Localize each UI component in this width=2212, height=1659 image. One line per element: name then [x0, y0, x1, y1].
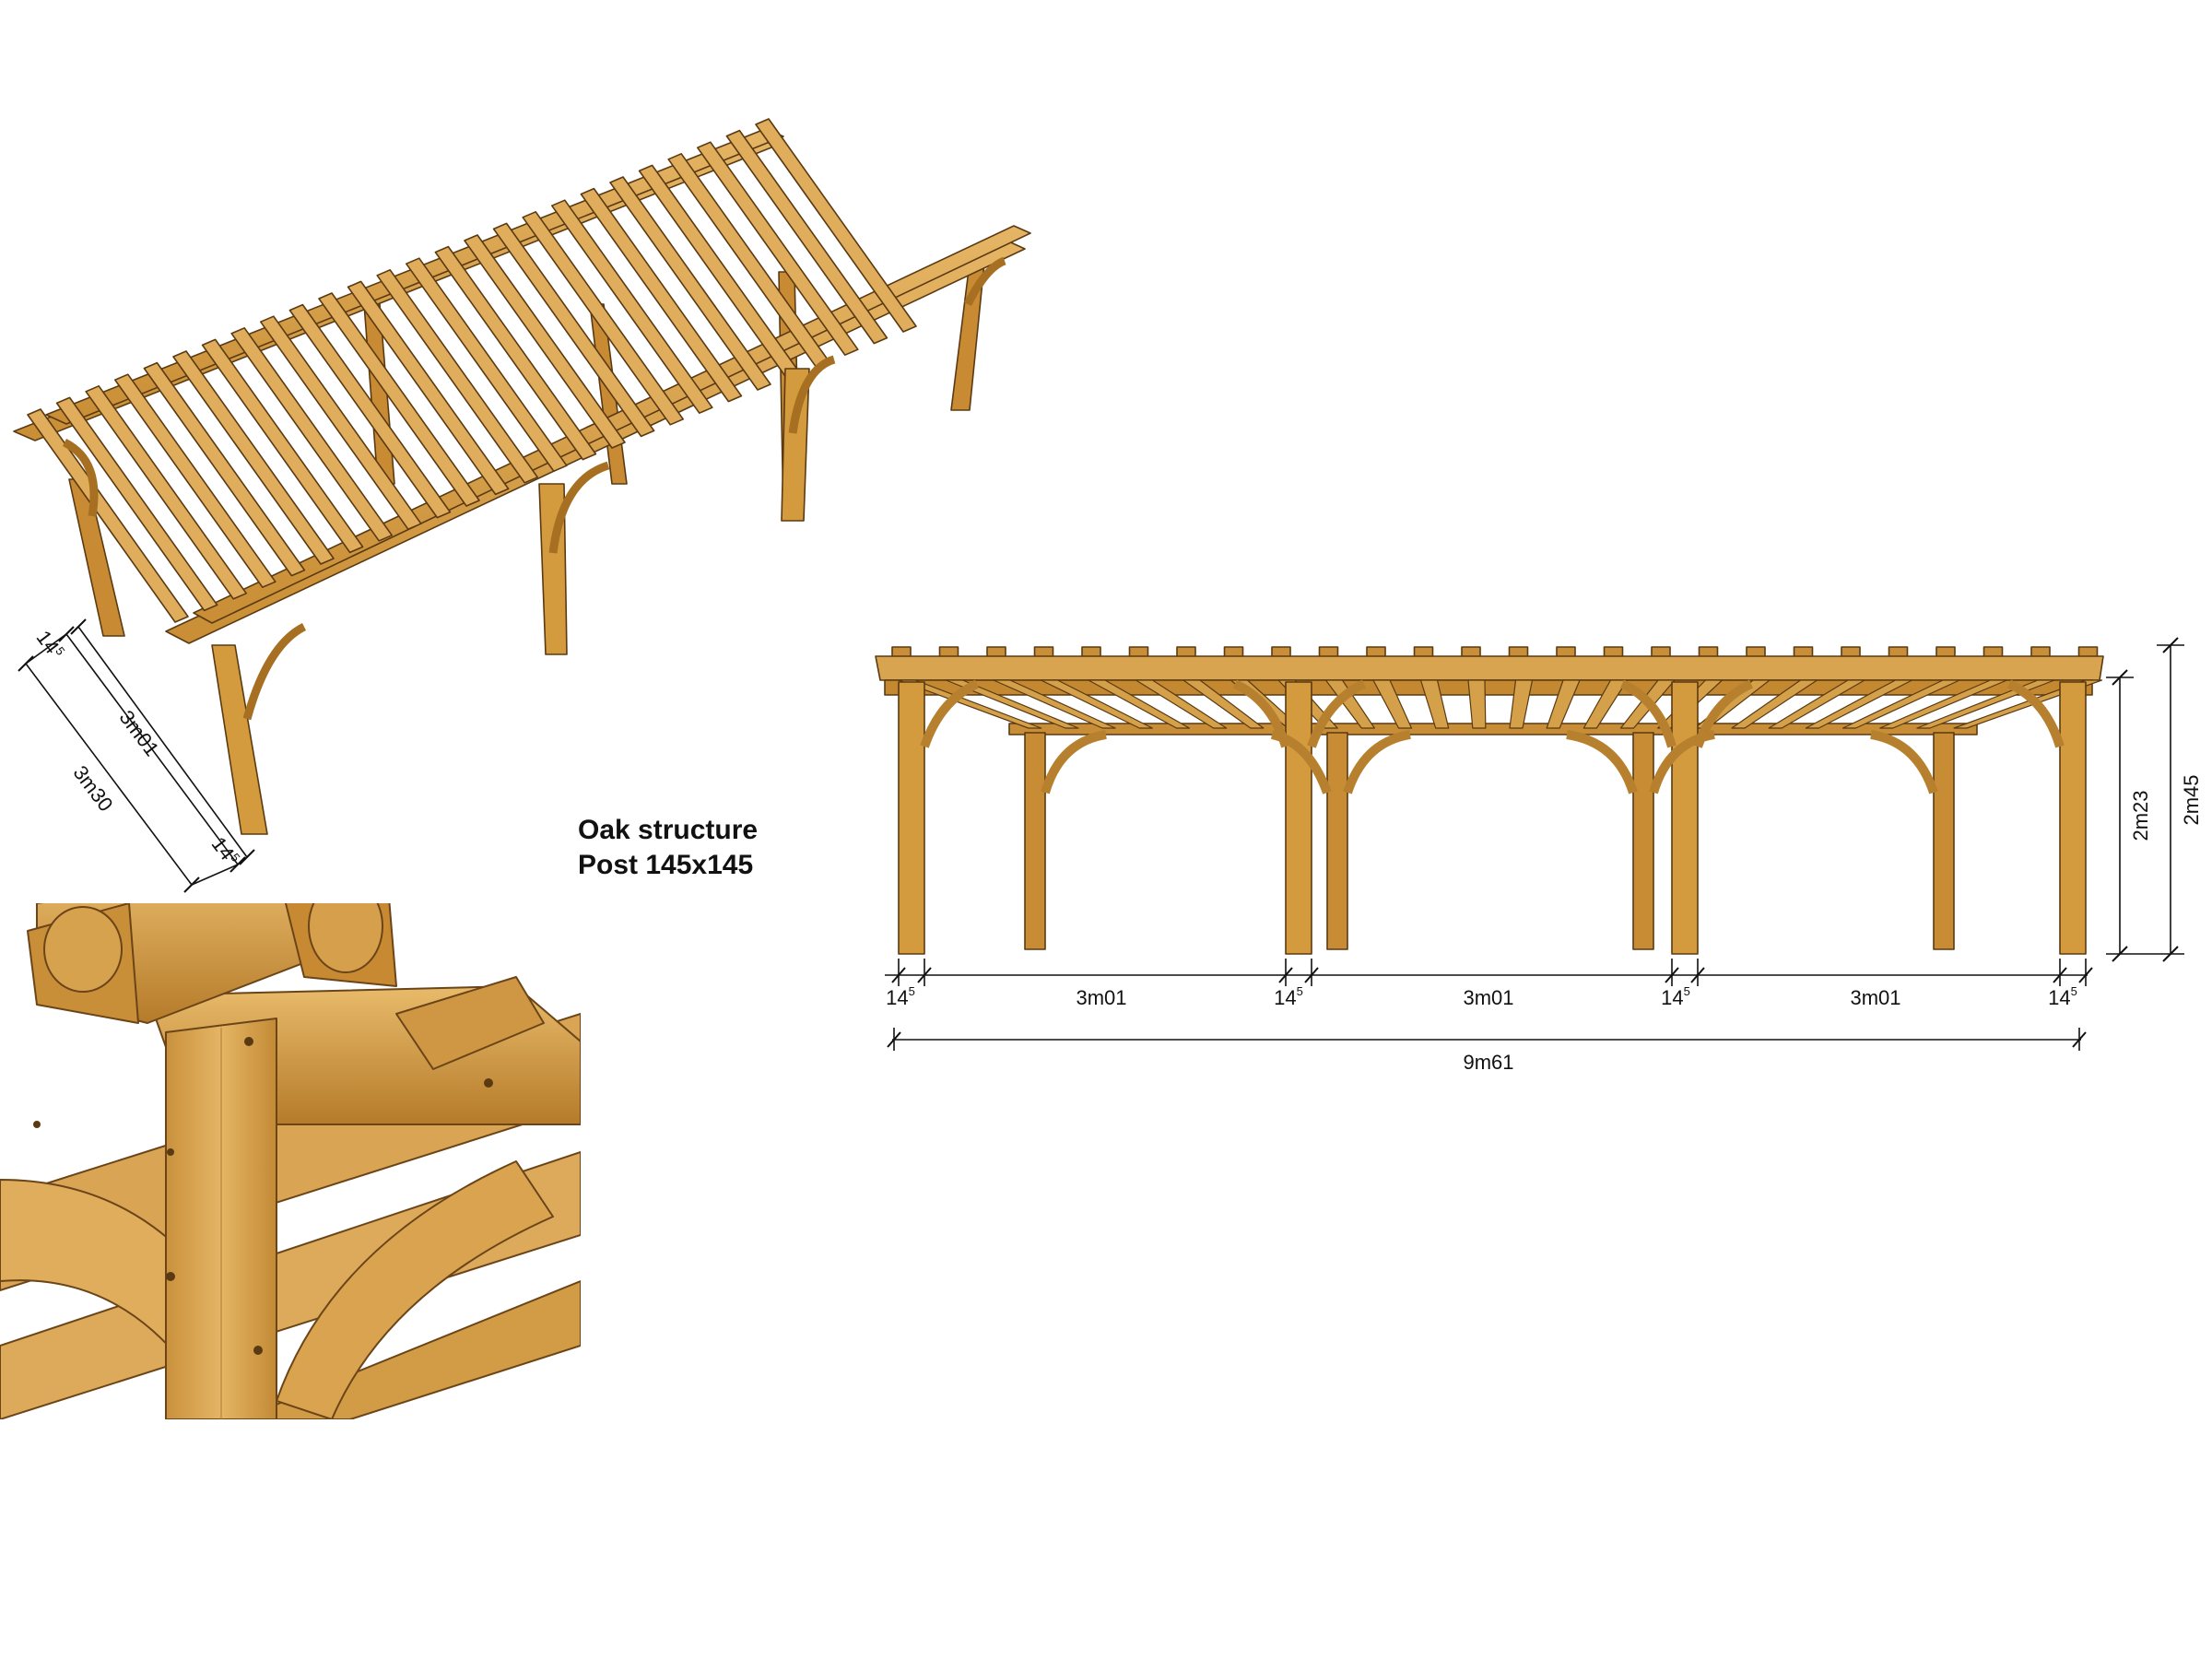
purlin	[85, 384, 248, 600]
perspective-dimensions	[18, 618, 255, 893]
elevation-dim-labels: 145 3m01 145 3m01 145 3m01 145 9m61 2m23…	[886, 774, 2203, 1074]
purlin	[376, 268, 539, 484]
rafter	[1879, 679, 2008, 729]
rafter	[1419, 679, 1450, 729]
elev-post-width-4-sup: 5	[2071, 984, 2077, 998]
rafter	[1583, 679, 1629, 729]
purlin	[550, 199, 713, 415]
purlin	[114, 373, 276, 589]
elevation-dimensions	[885, 637, 2184, 1051]
joint-detail-view	[0, 903, 581, 1419]
rafter	[1040, 679, 1153, 729]
purlin	[27, 408, 189, 623]
pergola-elevation	[875, 646, 2104, 955]
purlin	[143, 361, 306, 577]
elev-post-width-3: 14	[1661, 986, 1683, 1009]
purlin	[696, 141, 859, 357]
posts	[898, 681, 2087, 955]
rafter	[1088, 679, 1191, 729]
caption-post-size: Post 145x145	[578, 850, 754, 880]
rafter	[1768, 679, 1865, 729]
rafter	[1324, 679, 1375, 729]
purlin	[318, 292, 480, 507]
elev-post-width-3-sup: 5	[1684, 984, 1690, 998]
purlin	[755, 118, 917, 333]
elev-post-width-1: 14	[886, 986, 908, 1009]
rafter	[1372, 679, 1413, 729]
purlin	[172, 350, 335, 565]
purlin	[725, 129, 888, 345]
svg-text:145: 145	[1274, 984, 1303, 1009]
purlin	[230, 326, 394, 542]
purlin	[55, 396, 218, 612]
rafter	[898, 679, 1042, 729]
rafter	[993, 679, 1116, 729]
rafter	[1509, 679, 1534, 729]
elev-overall-height: 2m45	[2180, 774, 2203, 825]
purlin	[609, 176, 771, 391]
svg-text:145: 145	[1661, 984, 1690, 1009]
rafter	[1546, 679, 1581, 729]
elev-bay-span-2: 3m01	[1463, 986, 1513, 1009]
rafter	[1731, 679, 1818, 729]
top-beam	[875, 655, 2104, 681]
rafter	[1182, 679, 1265, 729]
purlin	[259, 315, 422, 531]
purlin	[434, 245, 597, 461]
rear-beam	[1008, 723, 1978, 735]
elev-bay-span-3: 3m01	[1850, 986, 1900, 1009]
purlin	[580, 187, 743, 403]
purlin	[288, 303, 452, 519]
pergola-3d-model	[13, 118, 1031, 835]
svg-text:145: 145	[886, 984, 915, 1009]
purlin	[201, 338, 364, 554]
elev-post-width-1-sup: 5	[909, 984, 915, 998]
elev-post-width-4: 14	[2048, 986, 2070, 1009]
rafter	[1135, 679, 1228, 729]
rafter	[1467, 679, 1487, 729]
caption: Oak structure Post 145x145	[578, 813, 758, 883]
purlin	[405, 257, 568, 473]
elev-bay-span-1: 3m01	[1076, 986, 1126, 1009]
rafter	[1841, 679, 1960, 729]
braces	[920, 679, 2065, 794]
rafter	[945, 679, 1079, 729]
elev-post-width-2-sup: 5	[1297, 984, 1303, 998]
rafter	[1805, 679, 1913, 729]
purlin	[522, 211, 685, 426]
purlin	[464, 234, 626, 449]
purlin	[492, 222, 655, 438]
elev-post-width-2: 14	[1274, 986, 1296, 1009]
elev-total-length: 9m61	[1463, 1051, 1513, 1074]
svg-text:145: 145	[2048, 984, 2077, 1009]
purlin	[347, 280, 510, 496]
elev-post-height: 2m23	[2129, 790, 2152, 841]
caption-title: Oak structure	[578, 815, 759, 845]
